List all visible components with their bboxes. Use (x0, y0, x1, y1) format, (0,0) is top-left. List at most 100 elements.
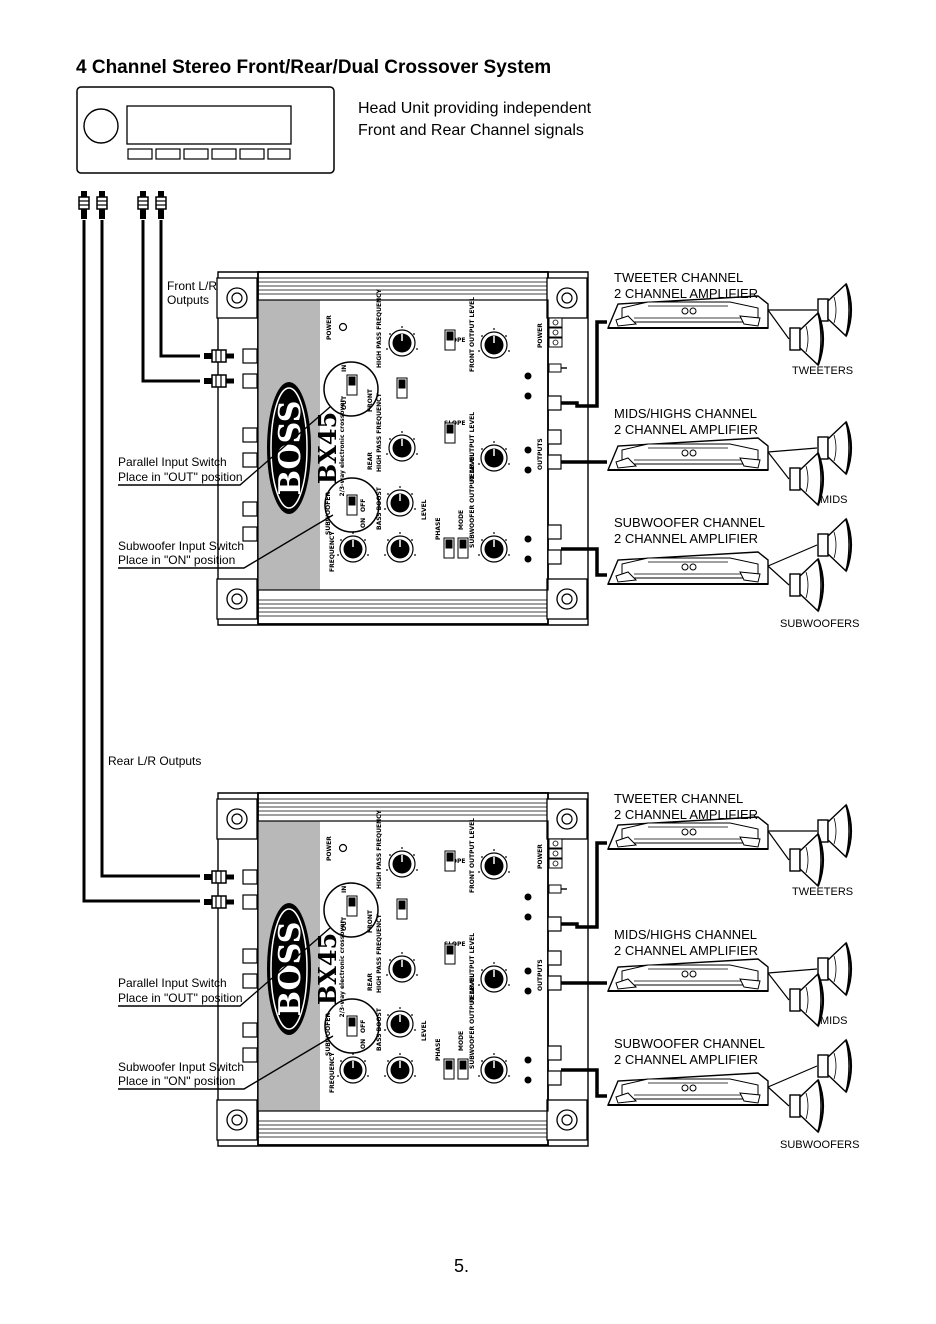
parallel-switch-label-1: Parallel Input Switch (118, 455, 227, 469)
front-slope-switch[interactable] (444, 329, 456, 351)
front-output-jacks-l (524, 893, 532, 901)
amp-channel-label: TWEETER CHANNEL (614, 791, 743, 806)
level-label: LEVEL (421, 499, 428, 520)
boss-logo (267, 382, 311, 514)
mode-switch[interactable] (457, 1058, 469, 1080)
parallel-switch-label-2: Place in "OUT" position (118, 991, 243, 1005)
speaker-group-label: SUBWOOFERS (780, 1139, 859, 1151)
mount-ear (216, 277, 258, 319)
amp-feed-wire (561, 320, 607, 408)
amplifier-icon (607, 1072, 769, 1106)
amp-feed-wire (561, 1068, 607, 1098)
subwoofer-switch-highlight (324, 998, 380, 1054)
input-rca-jack (242, 894, 258, 910)
mode-label: MODE (458, 510, 465, 530)
mount-ear (216, 578, 258, 620)
multiplier-switch[interactable] (396, 377, 408, 399)
off-label: OFF (360, 1020, 367, 1033)
speaker-icon (788, 451, 825, 507)
outputs-label: OUTPUTS (537, 438, 544, 470)
sub-output-jacks-r (524, 555, 532, 563)
level-label: LEVEL (421, 1020, 428, 1041)
front-output-jacks-r (524, 392, 532, 400)
brand-logo-text: BOSS (273, 922, 308, 1017)
multiplier-switch[interactable] (396, 898, 408, 920)
rear-high-pass-label: HIGH PASS FREQUENCY (376, 913, 383, 993)
amp-channel-label: TWEETER CHANNEL (614, 270, 743, 285)
mode-switch[interactable] (457, 537, 469, 559)
frequency-label: FREQUENCY (329, 1052, 336, 1093)
sub-output-jacks-r (524, 1076, 532, 1084)
mount-ear (216, 798, 258, 840)
brand-logo-text: BOSS (273, 401, 308, 496)
subwoofer-input-switch[interactable] (346, 1015, 358, 1037)
subwoofer-label: SUBWOOFER (325, 492, 332, 535)
input-rca-jack (242, 501, 258, 517)
high-pass-label: HIGH PASS FREQUENCY (376, 809, 383, 889)
subwoofer-switch-highlight (324, 477, 380, 533)
power-terminal-label: POWER (537, 844, 544, 869)
out-label: OUT (341, 916, 348, 931)
parallel-switch-label-2: Place in "OUT" position (118, 470, 243, 484)
power-label: POWER (326, 315, 333, 340)
output-rca-jack (547, 454, 562, 470)
out-label: OUT (341, 395, 348, 410)
boss-logo (267, 903, 311, 1035)
amp-channel-label: SUBWOOFER CHANNEL (614, 515, 765, 530)
on-label: ON (360, 1039, 367, 1049)
model-subtitle: 2/3-way electronic crossover (339, 399, 346, 496)
amp-channel-label: SUBWOOFER CHANNEL (614, 1036, 765, 1051)
subwoofer-input-switch[interactable] (346, 494, 358, 516)
fuse-icon (548, 363, 562, 373)
power-led-icon (338, 322, 348, 332)
amp-type-label: 2 CHANNEL AMPLIFIER (614, 1052, 758, 1067)
front-output-label: FRONT OUTPUT LEVEL (469, 818, 476, 893)
input-rca-jack (242, 1022, 258, 1038)
phase-label: PHASE (435, 1039, 442, 1061)
input-rca-jack (242, 973, 258, 989)
front-label: FRONT (367, 909, 374, 933)
power-terminal-label: POWER (537, 323, 544, 348)
front-outputs-label-2: Outputs (167, 293, 209, 307)
output-rca-jack (547, 1070, 562, 1086)
mount-ear (216, 1099, 258, 1141)
high-pass-label: HIGH PASS FREQUENCY (376, 288, 383, 368)
phase-switch[interactable] (443, 1058, 455, 1080)
parallel-switch-label-1: Parallel Input Switch (118, 976, 227, 990)
mount-ear (546, 1099, 588, 1141)
phase-switch[interactable] (443, 537, 455, 559)
amplifier-icon (607, 958, 769, 992)
amp-feed-wire (561, 547, 607, 577)
rear-output-jacks-l (524, 446, 532, 454)
fuse-icon (548, 884, 562, 894)
parallel-switch-highlight (323, 361, 379, 417)
on-label: ON (360, 518, 367, 528)
output-rca-jack (547, 950, 562, 966)
rear-slope-switch[interactable] (444, 943, 456, 965)
rca-plugs-head-unit (78, 190, 167, 220)
model-name: BX45 (313, 933, 342, 1005)
rear-outputs-label: Rear L/R Outputs (108, 754, 201, 768)
front-slope-switch[interactable] (444, 850, 456, 872)
rear-output-jacks-r (524, 466, 532, 474)
input-rca-jack (242, 948, 258, 964)
input-rca-jack (242, 452, 258, 468)
parallel-input-switch[interactable] (346, 374, 358, 396)
rear-high-pass-label: HIGH PASS FREQUENCY (376, 392, 383, 472)
power-led-icon (338, 843, 348, 853)
speaker-icon (788, 832, 825, 888)
speaker-group-label: MIDS (820, 494, 848, 506)
amp-type-label: 2 CHANNEL AMPLIFIER (614, 807, 758, 822)
input-rca-jack (242, 1047, 258, 1063)
speaker-icon (788, 311, 825, 367)
front-output-label: FRONT OUTPUT LEVEL (469, 297, 476, 372)
off-label: OFF (360, 499, 367, 512)
model-subtitle: 2/3-way electronic crossover (339, 920, 346, 1017)
parallel-input-switch[interactable] (346, 895, 358, 917)
amp-type-label: 2 CHANNEL AMPLIFIER (614, 531, 758, 546)
rear-slope-switch[interactable] (444, 422, 456, 444)
rear-output-jacks-r (524, 987, 532, 995)
output-rca-jack (547, 916, 562, 932)
speaker-icon (816, 420, 853, 476)
mount-ear (546, 578, 588, 620)
